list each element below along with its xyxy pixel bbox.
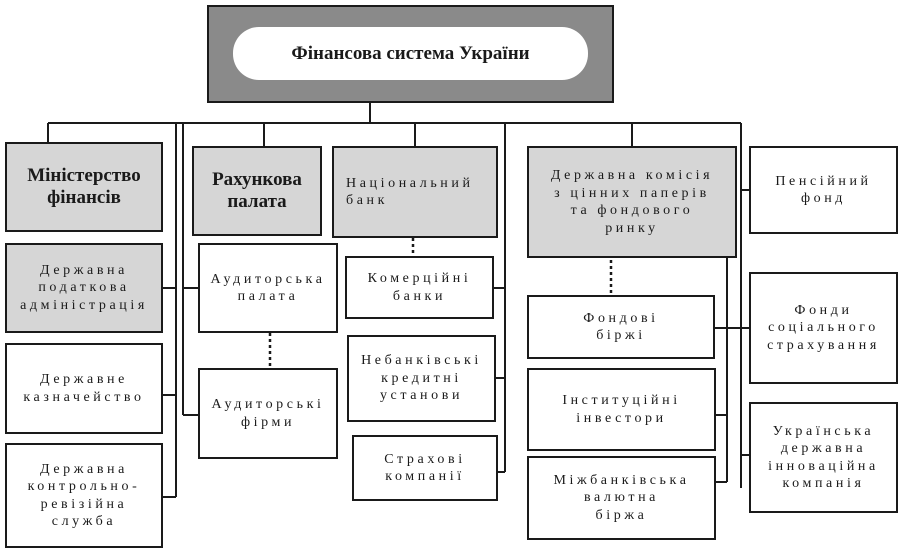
accounts-chamber-box: Рахункова палата <box>192 146 322 236</box>
treasury-box: Державне казначейство <box>5 343 163 434</box>
audit-firms-box: Аудиторські фірми <box>198 368 338 459</box>
commercial-banks-box: Комерційні банки <box>345 256 494 319</box>
stock-exchanges-box: Фондові біржі <box>527 295 715 359</box>
auditor-chamber-box: Аудиторська палата <box>198 243 338 333</box>
institutional-investors-box: Інституційні інвестори <box>527 368 716 451</box>
tax-administration-box: Державна податкова адміністрація <box>5 243 163 333</box>
social-insurance-funds-box: Фонди соціального страхування <box>749 272 898 384</box>
ministry-of-finance-box: Міністерство фінансів <box>5 142 163 232</box>
innovation-company-box: Українська державна інноваційна компанія <box>749 402 898 513</box>
currency-exchange-box: Міжбанківська валютна біржа <box>527 456 716 540</box>
audit-service-box: Державна контрольно- ревізійна служба <box>5 443 163 548</box>
title-label: Фінансова система України <box>233 27 588 80</box>
insurance-companies-box: Страхові компанії <box>352 435 498 501</box>
pension-fund-box: Пенсійний фонд <box>749 146 898 234</box>
securities-commission-box: Державна комісія з цінних паперів та фон… <box>527 146 737 258</box>
national-bank-box: Національний банк <box>332 146 498 238</box>
nonbank-credit-box: Небанківські кредитні установи <box>347 335 496 422</box>
